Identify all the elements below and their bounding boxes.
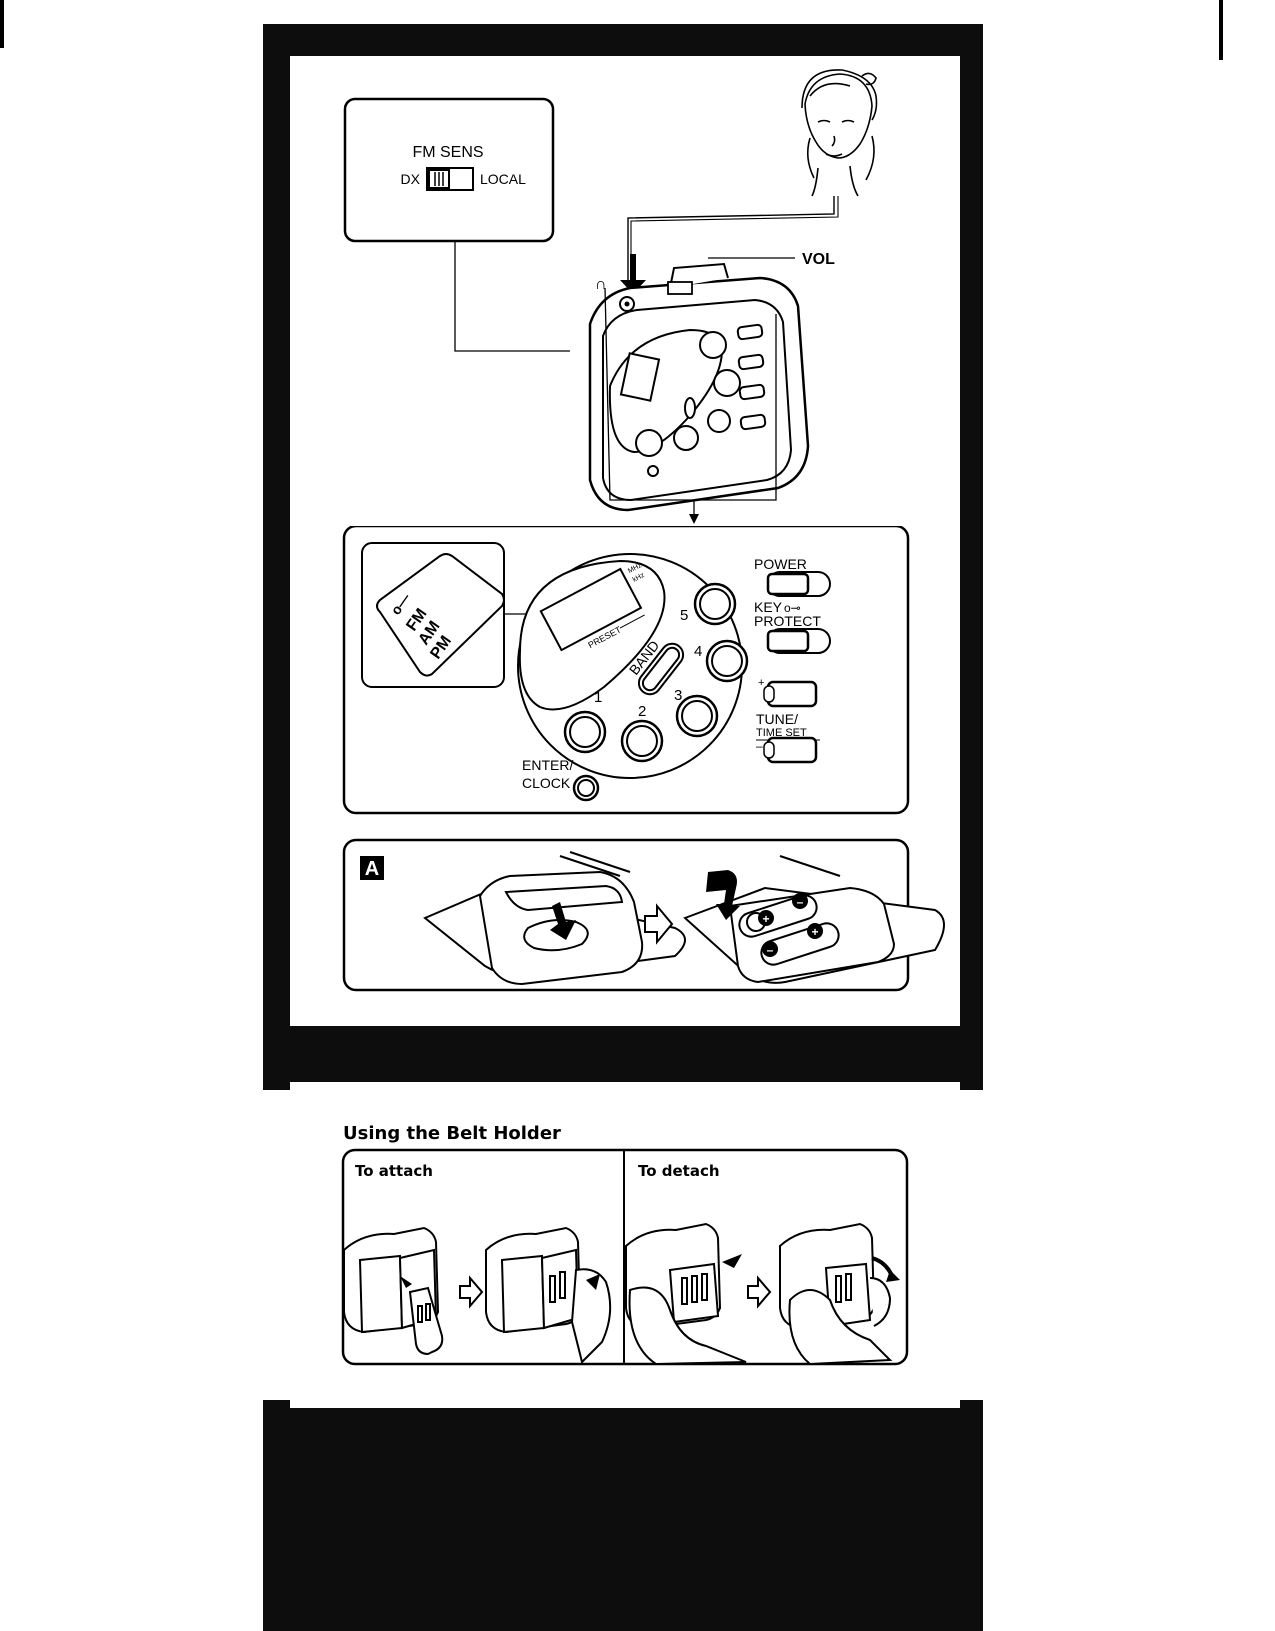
headphone-cable: [627, 196, 835, 282]
preset-number-4: 4: [694, 643, 702, 660]
svg-text:+: +: [811, 925, 818, 939]
slide-arrow-icon: [550, 902, 576, 940]
attach-next-arrow-icon: [459, 1275, 484, 1309]
preset-number-2: 2: [638, 703, 646, 720]
vol-label: VOL: [802, 251, 835, 268]
belt-holder-section: Using the Belt Holder To attach To detac…: [341, 1123, 909, 1366]
key-protect-button[interactable]: [766, 628, 831, 654]
lcd-inset: o— FM AM PM: [361, 542, 505, 688]
preset-number-1: 1: [594, 689, 602, 706]
enter-clock-label-1: ENTER/: [522, 757, 573, 773]
right-edge-line: [1219, 0, 1223, 60]
battery-polarity-icons: + – + –: [746, 893, 823, 957]
control-panel-detail-diagram: o— FM AM PM MHz kHz PRESET BAND 1 2 3 4 …: [342, 526, 910, 815]
tune-up-button[interactable]: [763, 680, 818, 708]
attach-step-2-illustration: [485, 1226, 612, 1364]
preset-button-5[interactable]: [693, 582, 737, 626]
dx-label: DX: [401, 171, 421, 187]
svg-text:–: –: [767, 943, 774, 957]
preset-button-2[interactable]: [620, 719, 664, 763]
local-label: LOCAL: [480, 171, 526, 187]
tune-label-1: TUNE/: [756, 711, 798, 727]
key-protect-label-2: PROTECT: [754, 613, 821, 629]
power-label: POWER: [754, 556, 807, 572]
dark-band-middle: [263, 1020, 983, 1090]
tune-down-button[interactable]: [763, 736, 818, 764]
detach-next-arrow-icon: [747, 1275, 772, 1309]
attach-step-1-illustration: [343, 1226, 444, 1356]
person-with-headphones-illustration: [801, 69, 878, 197]
radio-face-controls: [608, 323, 767, 477]
enter-clock-label-2: CLOCK: [522, 775, 571, 791]
preset-button-4[interactable]: [705, 639, 749, 683]
detach-step-2-illustration: [779, 1222, 893, 1366]
key-protect-label-1: KEY: [754, 599, 783, 615]
insert-battery-arrow-icon: [706, 870, 740, 920]
band-button[interactable]: [634, 639, 687, 698]
preset-number-3: 3: [674, 687, 682, 704]
belt-holder-title: Using the Belt Holder: [343, 1123, 561, 1144]
battery-installation-diagram: A + – + –: [342, 838, 945, 992]
svg-text:–: –: [797, 895, 804, 909]
preset-number-5: 5: [680, 607, 688, 624]
left-edge-line: [0, 0, 4, 48]
tune-plus-label: +: [758, 677, 764, 689]
jack-insert-arrow: [620, 254, 646, 294]
to-detach-label: To detach: [638, 1162, 720, 1180]
step-marker-box: [360, 856, 384, 880]
dark-background-bottom: [263, 1400, 983, 1631]
lcd-display: [539, 567, 643, 652]
enter-clock-button[interactable]: [572, 774, 600, 802]
preset-button-1[interactable]: [563, 710, 607, 754]
tune-label-2: TIME SET: [756, 727, 807, 739]
step-marker-label: A: [365, 858, 379, 880]
key-lock-icon: o⊸: [784, 601, 801, 615]
headphone-symbol: ∩: [595, 276, 607, 293]
fm-sens-switch[interactable]: [426, 167, 474, 191]
detach-step-1-illustration: [625, 1222, 747, 1366]
preset-button-3[interactable]: [675, 694, 719, 738]
svg-text:+: +: [762, 912, 769, 926]
tune-minus-label: –: [756, 739, 763, 753]
face-bracket: [604, 287, 777, 501]
to-attach-label: To attach: [355, 1162, 433, 1180]
fm-sens-title: FM SENS: [412, 144, 483, 161]
power-button[interactable]: [766, 571, 831, 597]
callout-connector-line: [454, 241, 570, 352]
next-step-arrow-icon: [644, 903, 674, 945]
radio-overview-diagram: FM SENS DX LOCAL ∩ VOL: [343, 69, 878, 524]
